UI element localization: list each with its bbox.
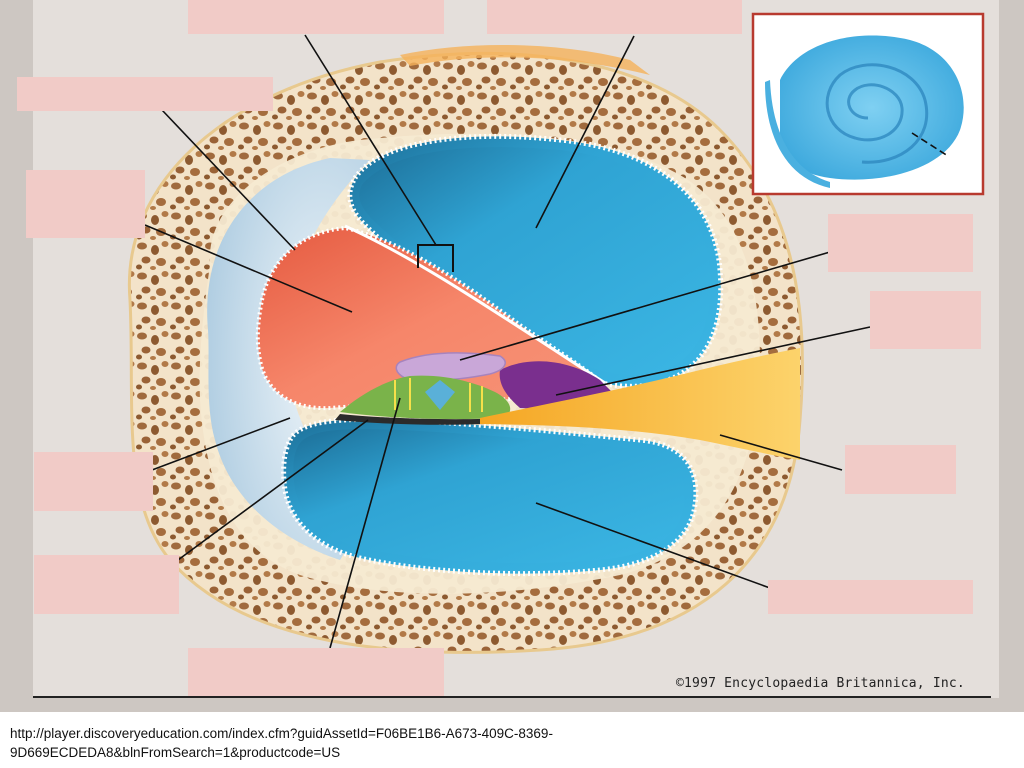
spiral-ligament	[207, 158, 370, 560]
tectorial-membrane	[395, 352, 506, 381]
basilar-membrane	[335, 414, 525, 425]
divider	[33, 696, 991, 698]
label-box[interactable]	[487, 0, 742, 34]
label-box[interactable]	[34, 452, 153, 511]
label-box[interactable]	[768, 580, 973, 614]
cochlea-cross-section-diagram	[127, 12, 985, 654]
cochlear-nerve	[480, 348, 800, 460]
source-url-link[interactable]: http://player.discoveryeducation.com/ind…	[10, 726, 553, 760]
label-box[interactable]	[34, 555, 179, 614]
label-box[interactable]	[870, 291, 981, 349]
label-box[interactable]	[26, 170, 145, 238]
label-box[interactable]	[828, 214, 973, 272]
inset-spiral-image	[751, 12, 985, 196]
cochlear-duct	[255, 225, 610, 411]
organ-of-corti	[340, 375, 511, 420]
scala-tympani	[281, 416, 699, 577]
label-box[interactable]	[17, 77, 273, 111]
label-box[interactable]	[188, 648, 444, 698]
label-box[interactable]	[188, 0, 444, 34]
label-box[interactable]	[845, 445, 956, 494]
vestibular-membrane	[344, 224, 606, 385]
leader-lines	[144, 34, 871, 649]
copyright-notice: ©1997 Encyclopaedia Britannica, Inc.	[676, 676, 965, 691]
